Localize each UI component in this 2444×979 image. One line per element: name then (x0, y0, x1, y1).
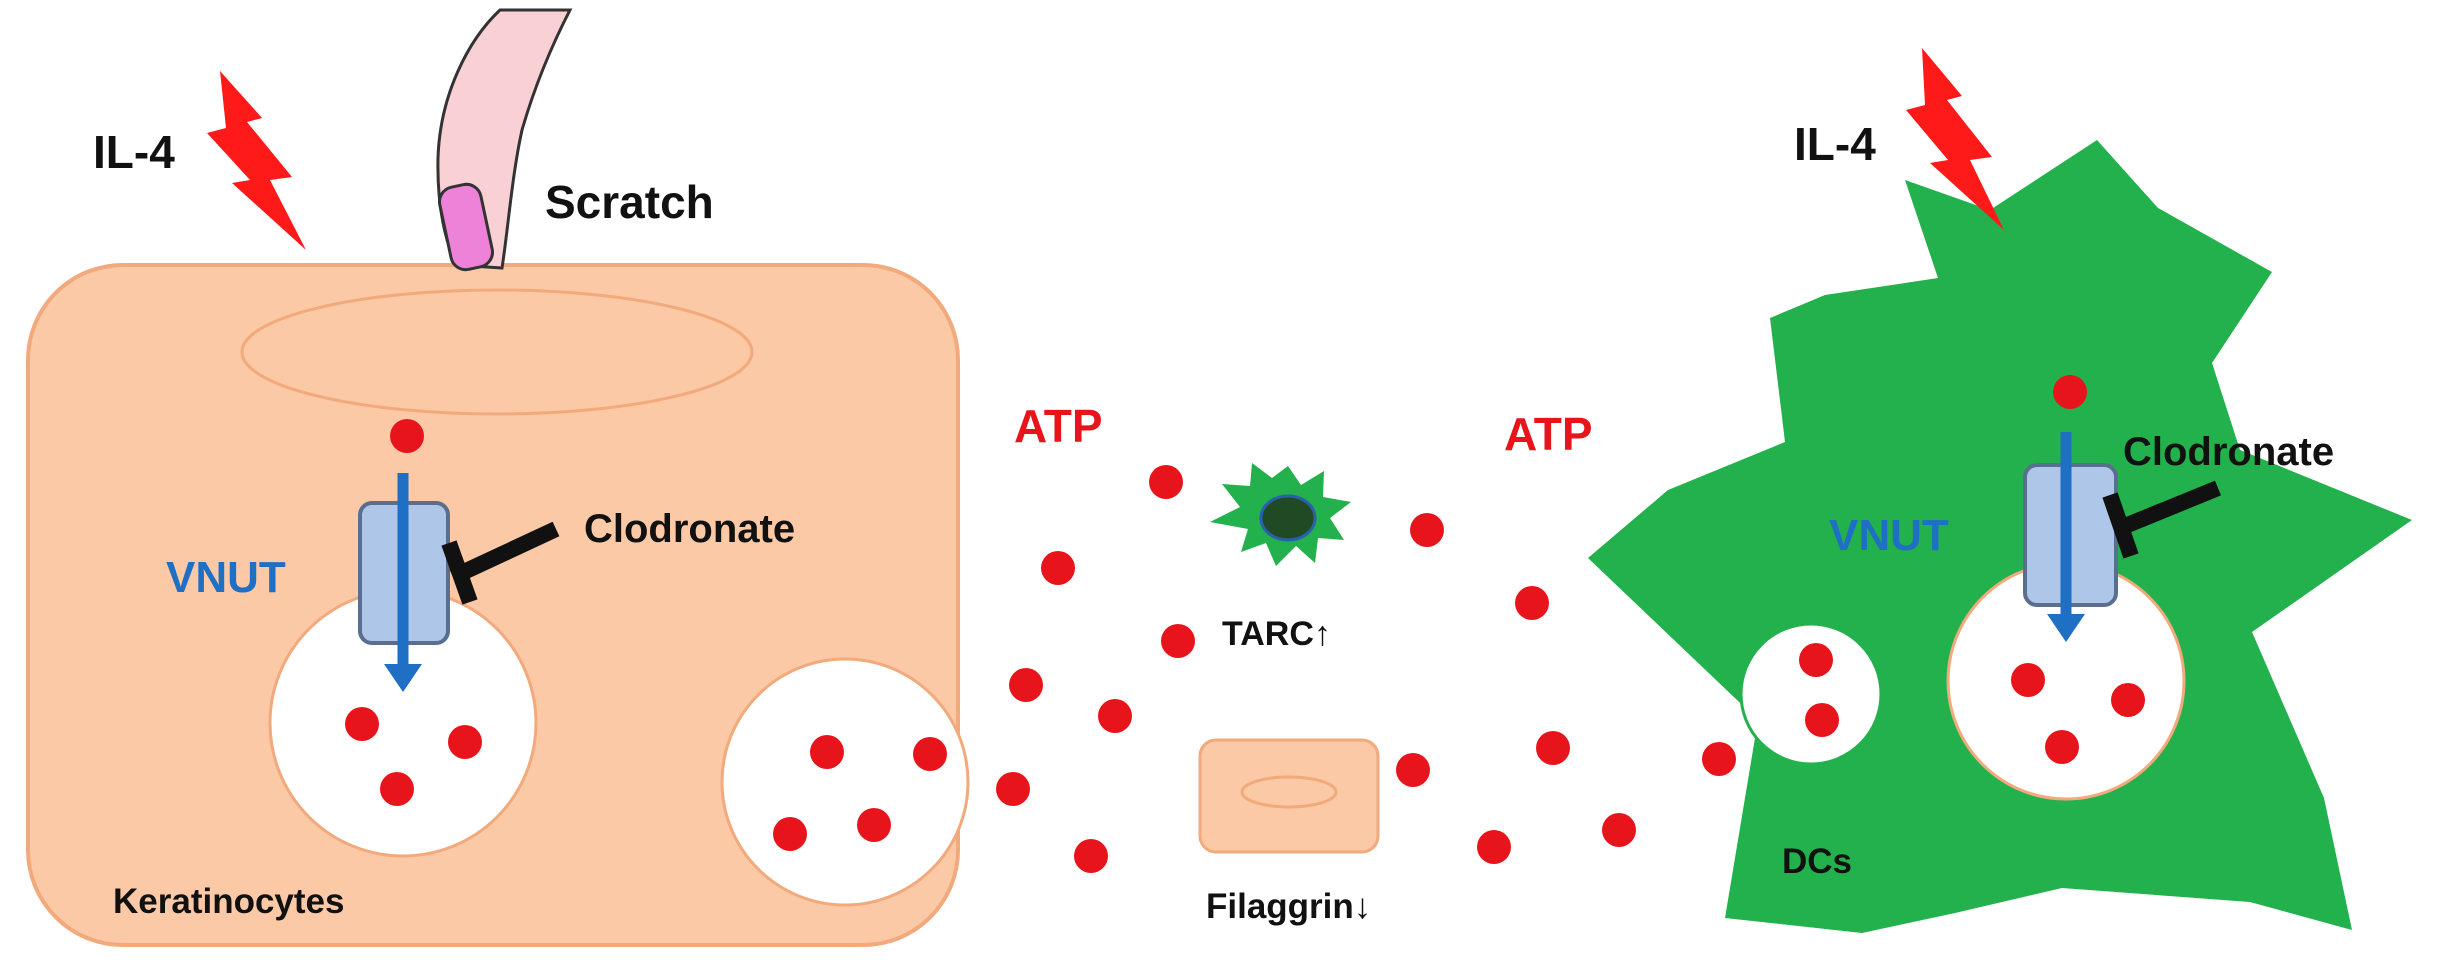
dc-release-vesicle (1739, 622, 1883, 766)
atp-dot (810, 735, 844, 769)
extracellular-atp (996, 465, 1736, 873)
atp-dot (857, 808, 891, 842)
tarc-label: TARC↑ (1222, 615, 1331, 653)
keratinocytes-label: Keratinocytes (113, 882, 344, 921)
atp-dot (380, 772, 414, 806)
atp-dot (996, 772, 1030, 806)
dendritic-cell-icon (1210, 463, 1351, 566)
inhibitor-icon (441, 521, 560, 605)
vnut-label: VNUT (166, 553, 286, 602)
clodronate-label-right: Clodronate (2123, 430, 2334, 474)
lightning-bolt-icon (207, 71, 306, 250)
atp-dot (2053, 375, 2087, 409)
inhibitor-icon (2102, 480, 2222, 559)
atp-dot (1074, 839, 1108, 873)
lightning-bolt-icon (1906, 48, 2004, 230)
keratinocyte-nucleus (240, 288, 754, 416)
atp-dot (1396, 753, 1430, 787)
atp-dot (1477, 830, 1511, 864)
atp-dot (1098, 699, 1132, 733)
atp-dot (2045, 730, 2079, 764)
atp-dot (1410, 513, 1444, 547)
atp-dot (1149, 465, 1183, 499)
atp-dot (773, 817, 807, 851)
atp-dot (1041, 551, 1075, 585)
fingernail (438, 182, 494, 272)
atp-dot (1799, 643, 1833, 677)
clodronate-label: Clodronate (584, 507, 795, 551)
atp-dot (1805, 703, 1839, 737)
vnut-arrow-head (384, 664, 422, 692)
scratch-label: Scratch (545, 176, 714, 228)
vnut-label-right: VNUT (1829, 511, 1949, 560)
keratinocyte-release-vesicle (720, 657, 970, 907)
vnut-arrow-head (2047, 614, 2085, 642)
atp-label-right: ATP (1504, 408, 1593, 460)
atp-dot (1702, 742, 1736, 776)
filaggrin-label: Filaggrin↓ (1206, 887, 1371, 926)
atp-label-left: ATP (1014, 400, 1103, 452)
keratinocyte-cell: VNUT Clodronate Keratinocytes (26, 263, 970, 947)
atp-dot (913, 737, 947, 771)
dendritic-cell-nucleus (1259, 494, 1317, 542)
filaggrin-cell-icon (1198, 738, 1380, 854)
atp-dot (1515, 586, 1549, 620)
atp-dot (1602, 813, 1636, 847)
il4-label-right: IL-4 (1794, 118, 1876, 170)
atp-dot (345, 707, 379, 741)
dcs-label: DCs (1782, 842, 1852, 881)
atp-dot (2011, 663, 2045, 697)
atp-dot (390, 419, 424, 453)
atp-dot (2111, 683, 2145, 717)
dendritic-cell: VNUT Clodronate DCs (1588, 140, 2412, 933)
atp-dot (448, 725, 482, 759)
atp-dot (1536, 731, 1570, 765)
il4-label-left: IL-4 (93, 126, 175, 178)
finger-icon (436, 8, 573, 272)
atp-dot (1161, 624, 1195, 658)
dc-body (1588, 140, 2412, 933)
atp-dot (1009, 668, 1043, 702)
